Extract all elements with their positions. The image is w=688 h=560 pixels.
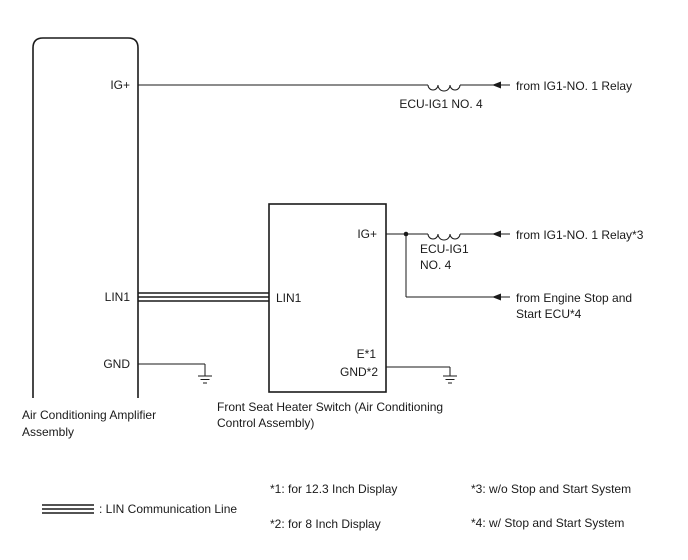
legend-note-1: *1: for 12.3 Inch Display — [270, 482, 397, 496]
legend-lin-symbol — [42, 504, 94, 514]
switch-source2-line1: from Engine Stop and — [516, 291, 632, 305]
amplifier-label-line1: Air Conditioning Amplifier — [22, 408, 156, 422]
arrow-icon-top — [492, 81, 501, 89]
top-fuse-label: ECU-IG1 NO. 4 — [399, 97, 483, 111]
top-source-label: from IG1-NO. 1 Relay — [516, 79, 632, 93]
legend-note-4: *4: w/ Stop and Start System — [471, 516, 624, 530]
switch-pin-lin1: LIN1 — [276, 291, 302, 305]
switch-source2-line2: Start ECU*4 — [516, 307, 582, 321]
legend-note-2: *2: for 8 Inch Display — [270, 517, 381, 531]
switch-label-line2: Control Assembly) — [217, 416, 314, 430]
switch-label-line1: Front Seat Heater Switch (Air Conditioni… — [217, 400, 443, 414]
amplifier-pin-lin1: LIN1 — [105, 290, 131, 304]
amplifier-label-line2: Assembly — [22, 425, 74, 439]
switch-fuse-label-line1: ECU-IG1 — [420, 242, 469, 256]
switch-ground — [386, 366, 457, 384]
switch-pin-ig: IG+ — [357, 227, 377, 241]
switch-ig-circuit — [386, 230, 510, 301]
switch-pin-gnd: GND*2 — [340, 365, 378, 379]
switch-fuse-label-line2: NO. 4 — [420, 258, 452, 272]
amplifier-outline — [32, 37, 139, 398]
switch-pin-e: E*1 — [357, 347, 377, 361]
legend-lin-label: : LIN Communication Line — [99, 502, 237, 516]
switch-outline — [268, 203, 387, 393]
fuse-symbol-top — [427, 84, 461, 92]
fuse-symbol-switch — [427, 233, 461, 241]
top-ig-circuit — [138, 81, 510, 92]
lin-communication-line — [138, 292, 269, 302]
switch-source1-label: from IG1-NO. 1 Relay*3 — [516, 228, 644, 242]
amplifier-pin-ig: IG+ — [110, 78, 130, 92]
arrow-icon-switch-1 — [492, 230, 501, 238]
amplifier-pin-gnd: GND — [103, 357, 130, 371]
legend-note-3: *3: w/o Stop and Start System — [471, 482, 631, 496]
amplifier-ground — [138, 363, 212, 384]
arrow-icon-switch-2 — [492, 293, 501, 301]
